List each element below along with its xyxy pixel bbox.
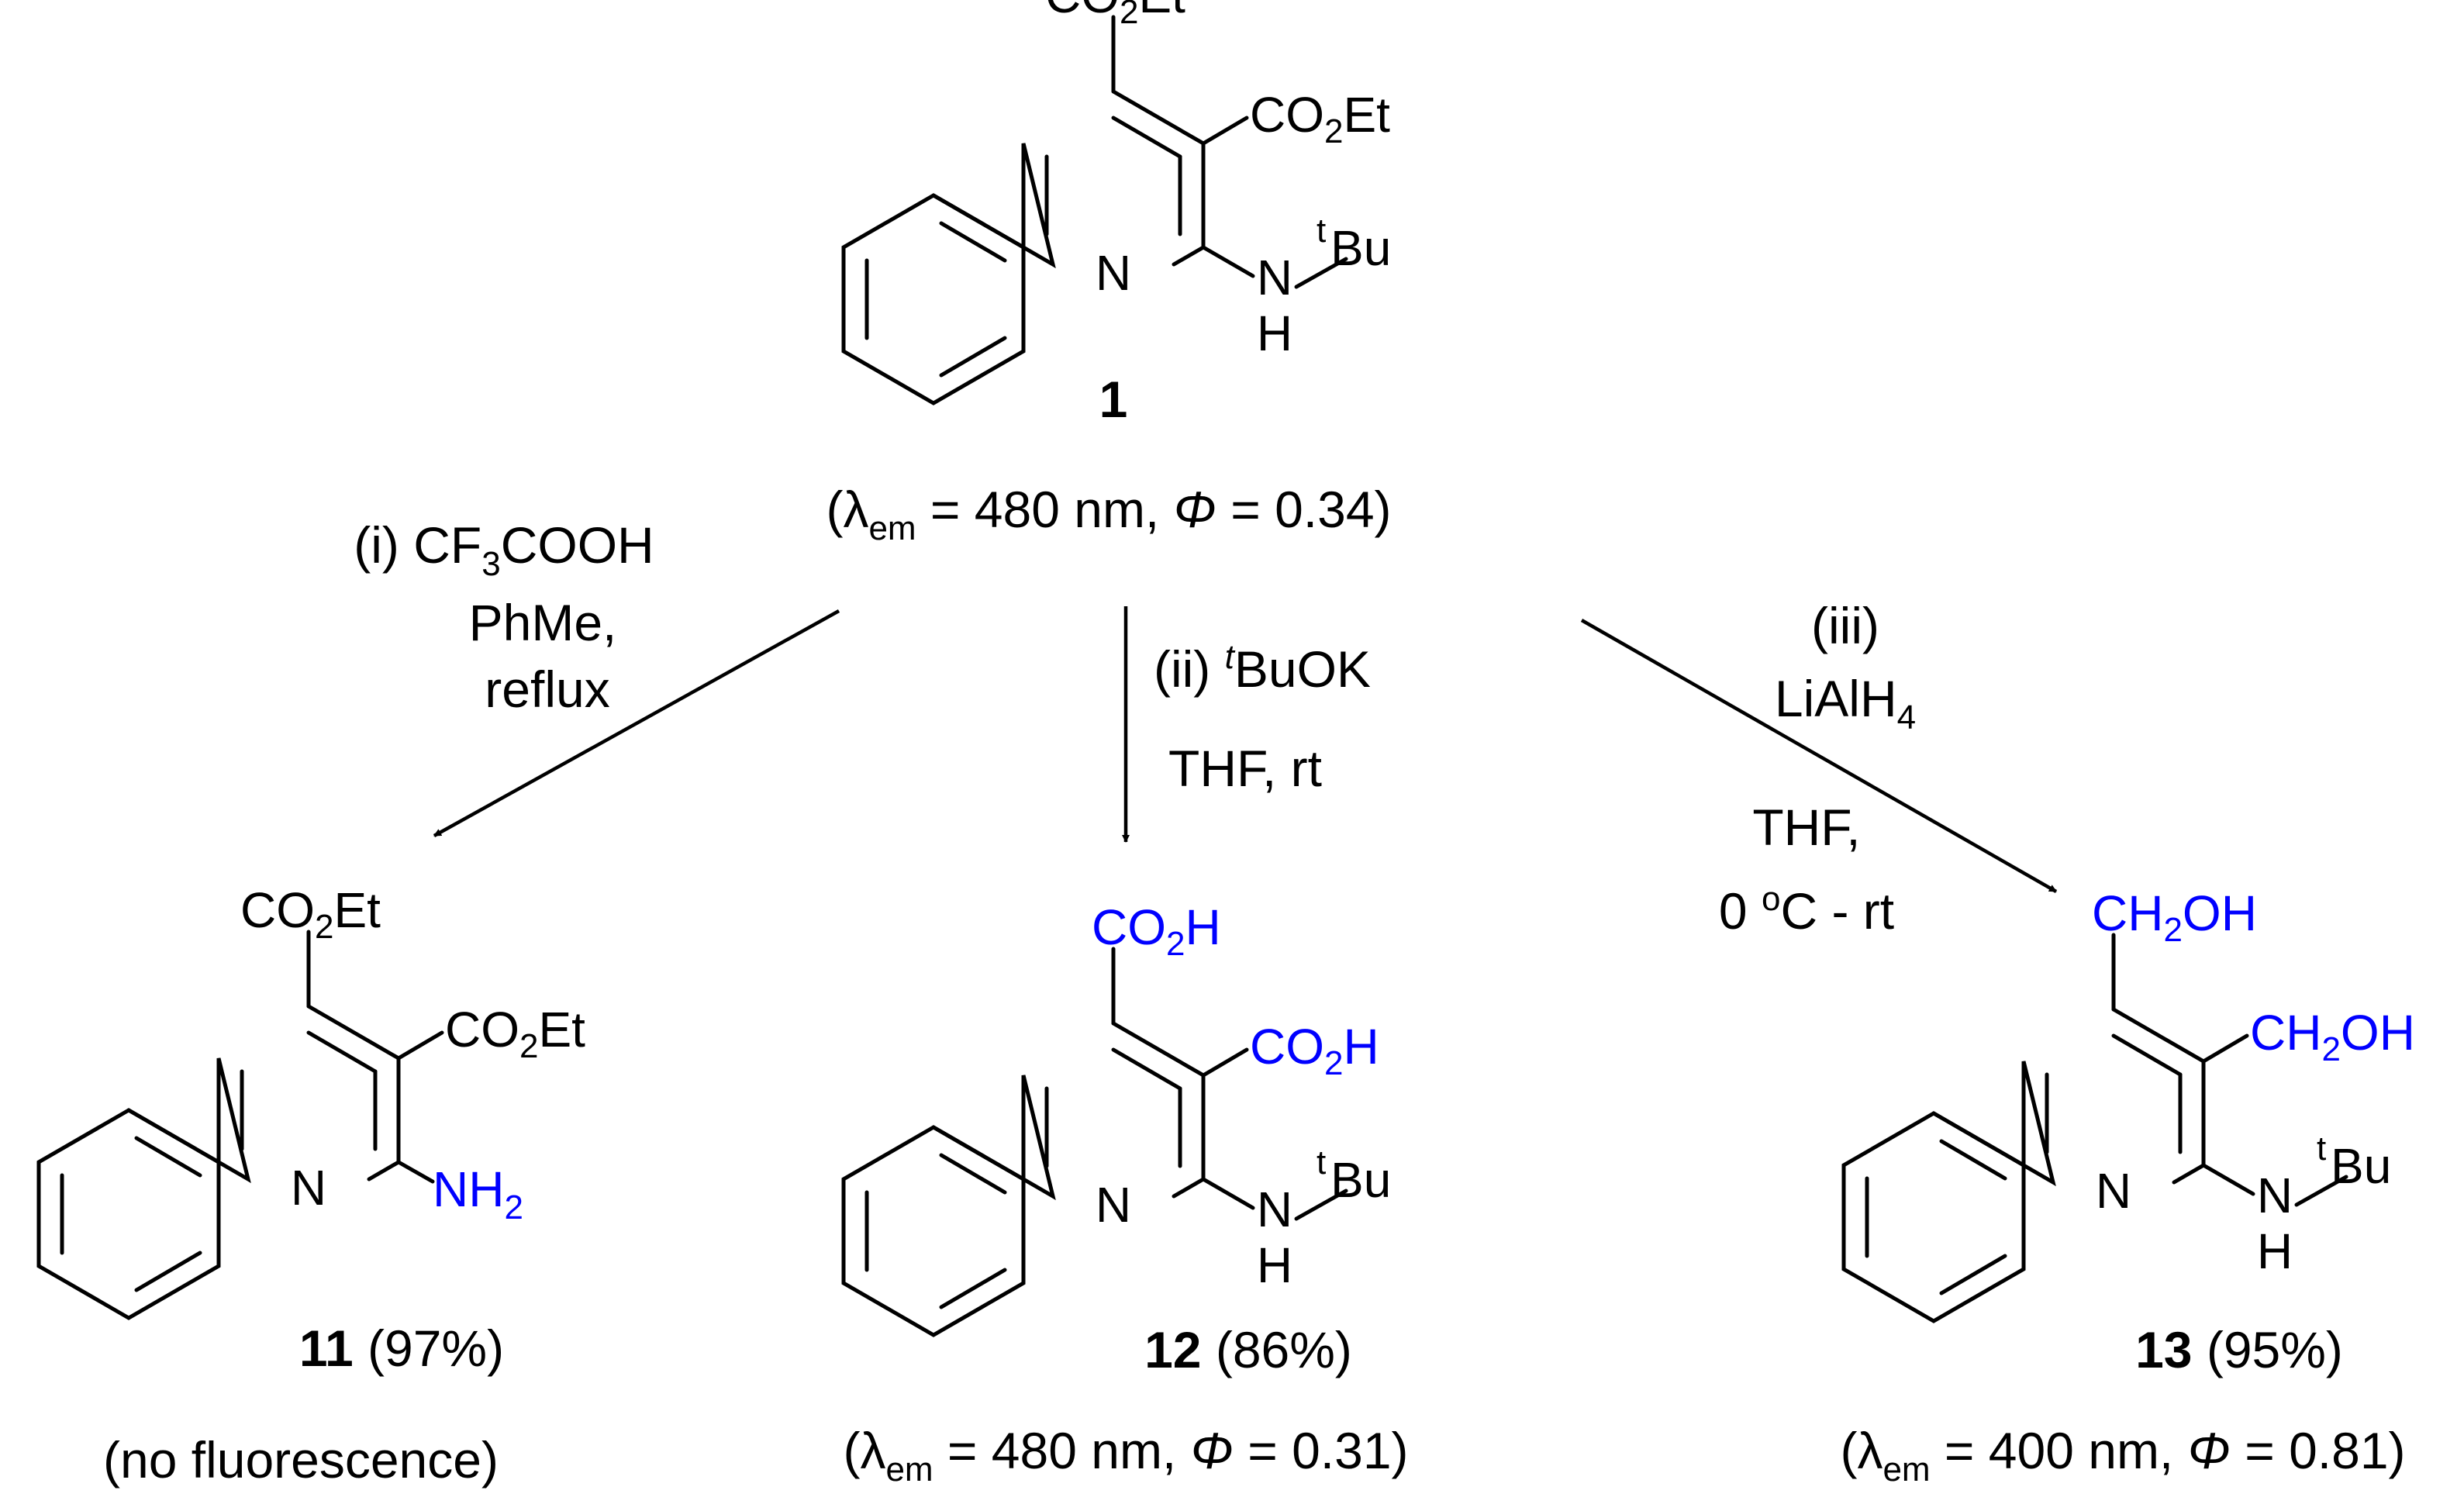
acid-right: CO2H xyxy=(1250,1019,1379,1082)
compound-12: N N H t Bu CO2H CO2H xyxy=(844,899,1391,1335)
alcohol-right: CH2OH xyxy=(2250,1005,2415,1068)
tert-label: t xyxy=(1317,212,1326,250)
pyridine-n: N xyxy=(1096,1177,1131,1233)
ester-right: CO2Et xyxy=(1250,87,1390,150)
acid-top: CO2H xyxy=(1092,899,1221,963)
compound-11: N NH2 CO2Et CO2Et xyxy=(39,882,585,1318)
amino-group: NH2 xyxy=(433,1161,523,1226)
amine-h: H xyxy=(2257,1223,2293,1279)
pyridine-n: N xyxy=(291,1160,326,1216)
condition-i-line2: PhMe, xyxy=(469,594,617,651)
amine-n: N xyxy=(1257,250,1292,305)
butyl-label: Bu xyxy=(1330,1152,1391,1208)
compound-13: N N H t Bu CH2OH CH2OH xyxy=(1844,885,2415,1321)
amine-h: H xyxy=(1257,1237,1292,1293)
compound-1-properties: (λem = 480 nm, Φ = 0.34) xyxy=(826,481,1391,547)
condition-iii-line2: LiAlH4 xyxy=(1775,670,1916,737)
compound-1: N N H t Bu CO2Et CO2Et xyxy=(844,0,1391,403)
amine-n: N xyxy=(1257,1182,1292,1237)
arrow-i xyxy=(433,609,840,837)
pyridine-n: N xyxy=(1096,245,1131,301)
condition-i-line1: (i) CF3COOH xyxy=(354,516,654,583)
amine-n: N xyxy=(2257,1168,2293,1223)
compound-12-properties: (λem = 480 nm, Φ = 0.31) xyxy=(843,1422,1408,1489)
butyl-label: Bu xyxy=(2331,1138,2391,1194)
condition-iii-line3: THF, xyxy=(1752,799,1860,856)
condition-iii-line1: (iii) xyxy=(1811,597,1879,654)
ester-top: CO2Et xyxy=(1045,0,1185,31)
compound-11-label: 11 (97%) xyxy=(299,1320,504,1377)
tert-label: t xyxy=(1317,1144,1326,1182)
compound-13-properties: (λem = 400 nm, Φ = 0.81) xyxy=(1840,1422,2405,1489)
condition-ii-line1: (ii) tBuOK xyxy=(1154,638,1371,698)
compound-1-number: 1 xyxy=(1099,371,1128,428)
ester-top: CO2Et xyxy=(240,882,381,946)
tert-label: t xyxy=(2317,1130,2326,1168)
compound-11-note: (no fluorescence) xyxy=(103,1431,499,1489)
compound-13-label: 13 (95%) xyxy=(2135,1321,2343,1378)
arrow-iii xyxy=(1580,619,2058,893)
condition-i-line3: reflux xyxy=(485,661,609,718)
butyl-label: Bu xyxy=(1330,220,1391,276)
ester-right: CO2Et xyxy=(445,1002,585,1065)
condition-ii-line2: THF, rt xyxy=(1168,740,1322,797)
amine-h: H xyxy=(1257,305,1292,361)
alcohol-top: CH2OH xyxy=(2092,885,2257,949)
condition-iii-line4: 0 oC - rt xyxy=(1719,880,1894,940)
compound-12-label: 12 (86%) xyxy=(1144,1321,1352,1378)
pyridine-n: N xyxy=(2096,1163,2131,1219)
